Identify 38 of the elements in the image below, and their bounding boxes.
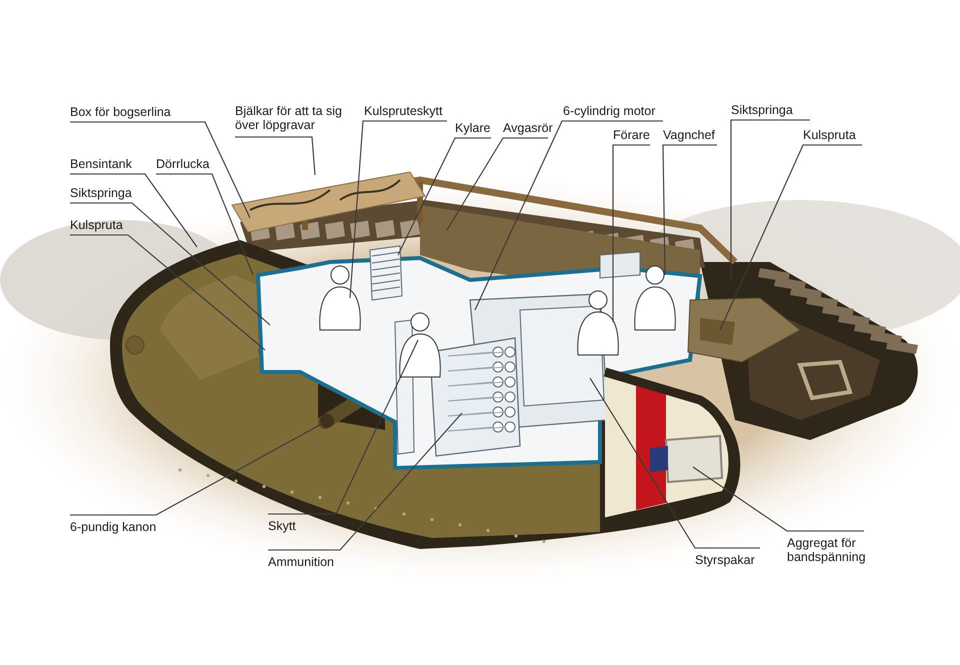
part-label: 6-pundig kanon — [70, 520, 156, 534]
leader-line — [235, 136, 316, 176]
leader-line — [398, 137, 491, 256]
leader-line — [70, 121, 250, 218]
part-label: Kylare — [455, 121, 490, 135]
part-label: Dörrlucka — [156, 157, 210, 171]
leader-line — [446, 137, 548, 230]
part-label: Kulspruta — [803, 128, 856, 142]
leader-line — [474, 120, 663, 310]
part-label: Skytt — [268, 519, 296, 533]
part-label: Avgasrör — [503, 121, 553, 135]
leader-line — [662, 144, 717, 275]
part-label: Kulspruta — [70, 218, 123, 232]
part-label: Bensintank — [70, 157, 132, 171]
leader-line — [268, 340, 418, 515]
part-label: Siktspringa — [731, 103, 793, 117]
leader-line — [730, 119, 810, 280]
leader-line — [720, 144, 862, 330]
leader-line — [268, 412, 462, 551]
part-label: 6-cylindrig motor — [563, 104, 656, 118]
part-label: Styrspakar — [695, 553, 755, 567]
leader-line — [156, 173, 254, 276]
part-label: Siktspringa — [70, 186, 132, 200]
part-label: Bjälkar för att ta sig över löpgravar — [235, 104, 347, 132]
leader-line — [349, 120, 447, 298]
leader-line — [70, 234, 266, 350]
leader-line — [70, 173, 198, 248]
leader-line — [692, 466, 864, 532]
leader-line — [612, 144, 650, 322]
part-label: Box för bogserlina — [70, 105, 171, 119]
leader-line — [70, 420, 328, 516]
part-label: Förare — [613, 128, 650, 142]
part-label: Kulspruteskytt — [364, 104, 443, 118]
part-label: Ammunition — [268, 555, 334, 569]
leader-line — [70, 202, 270, 326]
part-label: Vagnchef — [663, 128, 715, 142]
part-label: Aggregat för bandspänning — [787, 536, 875, 564]
leader-line — [590, 378, 760, 549]
